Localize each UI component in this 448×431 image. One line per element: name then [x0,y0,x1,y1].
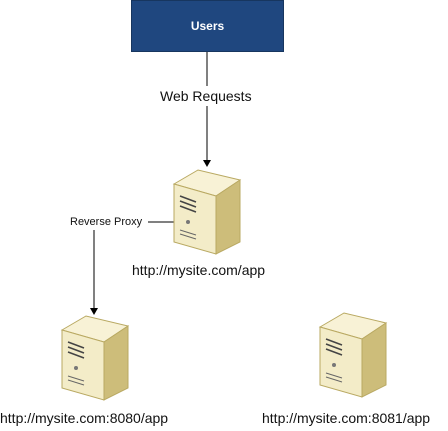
app-server-8080-icon [60,315,130,401]
app-8080-url-label: http://mysite.com:8080/app [0,410,169,426]
reverse-proxy-label: Reverse Proxy [70,216,143,228]
proxy-server-icon [172,169,242,255]
app-8081-url-label: http://mysite.com:8081/app [262,410,431,426]
app-server-8081-icon [318,312,388,398]
web-requests-label: Web Requests [160,88,252,104]
users-box: Users [131,0,284,52]
users-label: Users [190,19,225,33]
proxy-url-label: http://mysite.com/app [132,262,266,278]
